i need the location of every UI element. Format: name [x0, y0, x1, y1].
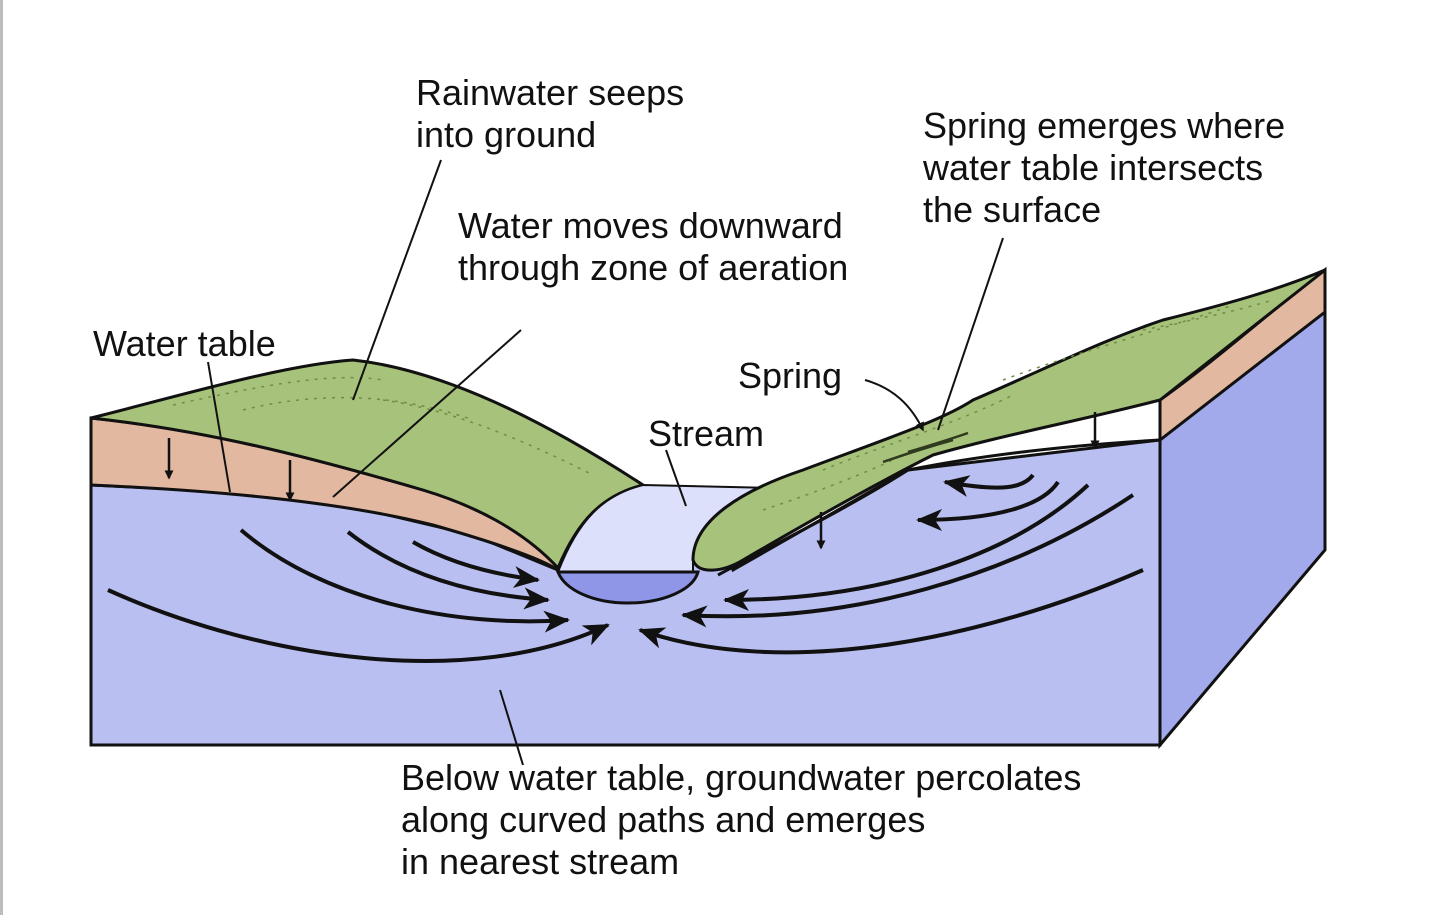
label-spring: Spring	[738, 355, 843, 396]
label-downward-line: Water moves downward	[458, 205, 843, 246]
label-stream: Stream	[648, 413, 765, 454]
label-below-line: in nearest stream	[401, 841, 680, 882]
label-below-line: Below water table, groundwater percolate…	[401, 757, 1082, 798]
hill-right	[691, 268, 1326, 572]
label-below-water-table: Below water table, groundwater percolate…	[401, 757, 1081, 883]
label-spring-emerges-line: water table intersects	[923, 147, 1264, 188]
flow-paths	[107, 473, 1144, 663]
leader-rainwater	[352, 159, 442, 401]
label-downward-line: through zone of aeration	[458, 247, 849, 288]
label-rainwater-line: Rainwater seeps	[416, 72, 685, 113]
leader-spring-emerges	[937, 237, 1004, 431]
flow-path	[943, 473, 1035, 497]
flow-path	[638, 568, 1144, 655]
flow-path	[412, 540, 540, 588]
flow-path	[346, 530, 550, 610]
flow-path	[239, 528, 570, 633]
leader-spring	[864, 379, 924, 432]
label-spring-emerges: Spring emerges where water table interse…	[923, 105, 1285, 231]
label-water-table: Water table	[93, 323, 276, 364]
percolation-arrows	[164, 412, 1100, 550]
leader-water-table	[207, 361, 231, 493]
label-downward: Water moves downward through zone of aer…	[458, 205, 848, 289]
flow-path	[681, 493, 1135, 628]
grass-texture	[172, 299, 1274, 511]
label-below-line: along curved paths and emerges	[401, 799, 926, 840]
flow-path	[916, 480, 1060, 531]
stream-water	[555, 570, 700, 605]
spring-seep	[882, 431, 969, 464]
leader-below	[499, 689, 524, 766]
groundwater-block-diagram	[89, 159, 1327, 766]
leader-lines	[207, 159, 1004, 766]
label-rainwater: Rainwater seeps into ground	[416, 72, 684, 156]
leader-downward	[332, 329, 522, 498]
label-spring-emerges-line: Spring emerges where	[923, 105, 1286, 146]
label-spring-emerges-line: the surface	[923, 189, 1102, 230]
flow-path	[107, 588, 610, 663]
flow-path	[723, 483, 1090, 611]
label-rainwater-line: into ground	[416, 114, 597, 155]
leader-stream	[665, 449, 687, 507]
